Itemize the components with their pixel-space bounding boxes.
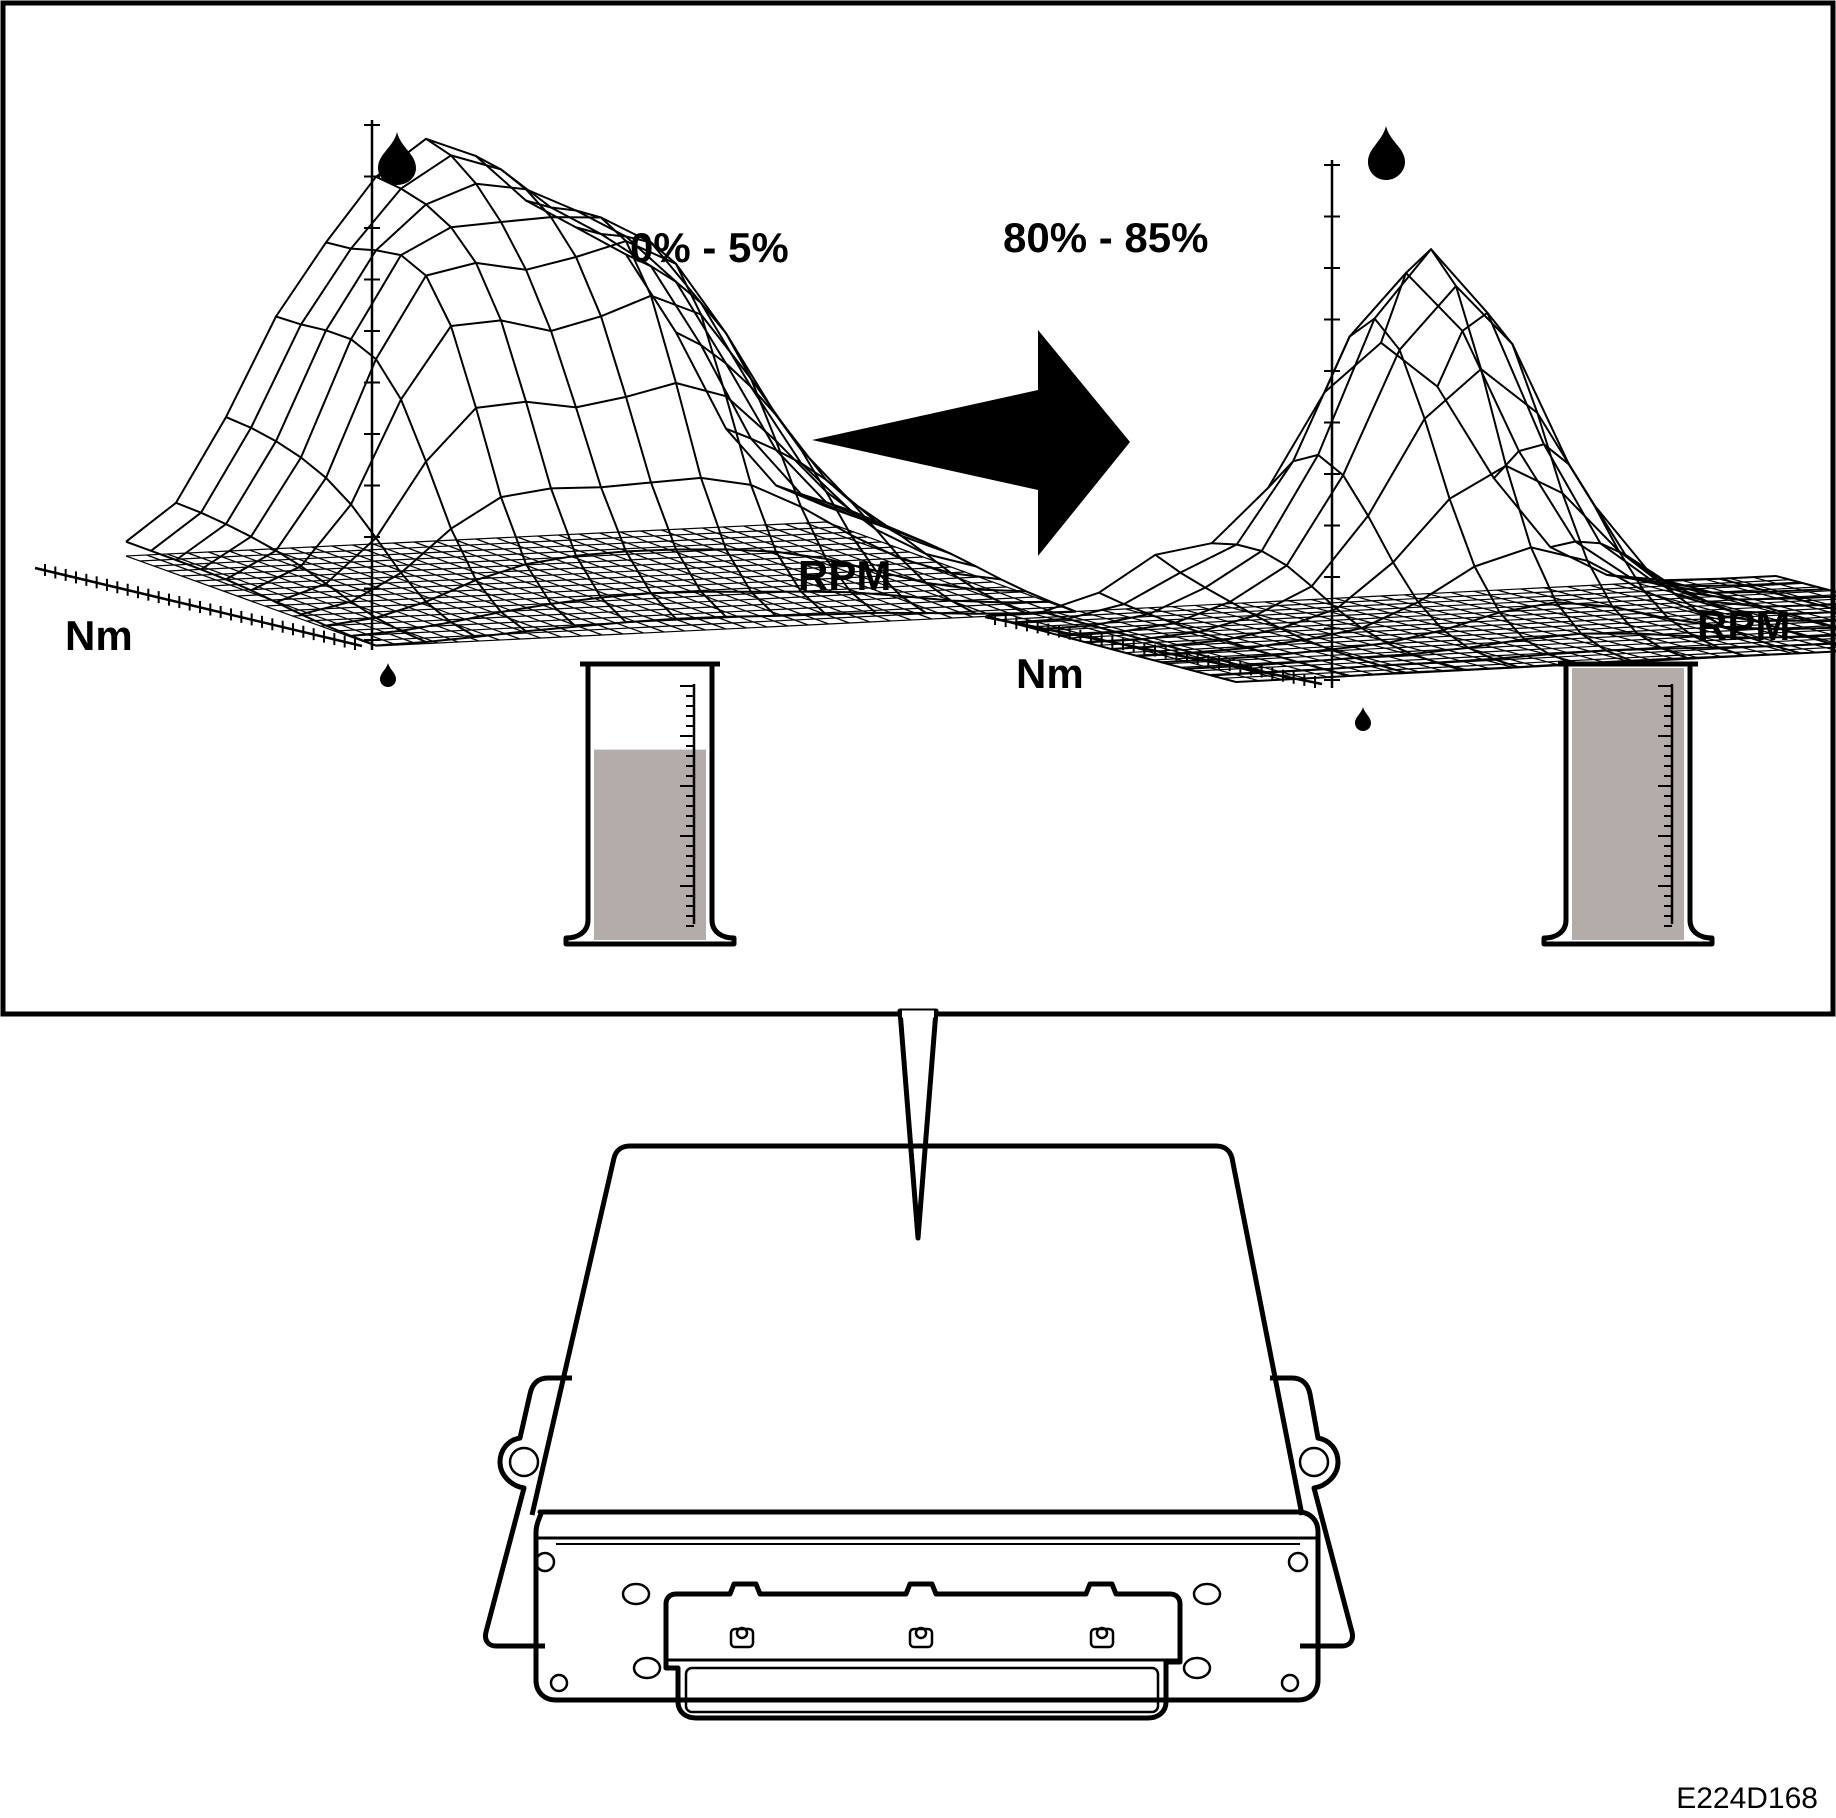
nm-axis xyxy=(34,564,363,650)
fuel-drop-small-icon xyxy=(1355,707,1371,731)
range-label: 0% - 5% xyxy=(630,224,789,271)
nm-axis xyxy=(984,613,1323,688)
nm-axis-label: Nm xyxy=(1016,650,1084,697)
fuel-drop-icon xyxy=(1368,126,1405,180)
right-arrow-icon xyxy=(812,330,1130,556)
nm-axis-label: Nm xyxy=(65,612,133,659)
fuel-drop-icon xyxy=(378,132,416,185)
ecu-front-panel xyxy=(533,1509,1321,1703)
figure-code: E224D168 xyxy=(1676,1782,1818,1815)
left-mounting-bracket xyxy=(483,1375,572,1649)
wiring-connector xyxy=(663,1581,1183,1721)
vertical-axis xyxy=(1324,160,1340,688)
rpm-axis-label: RPM xyxy=(798,552,891,599)
measuring-cylinder xyxy=(563,661,737,947)
callout-panel xyxy=(0,0,1836,1017)
right-mounting-bracket xyxy=(1270,1375,1355,1649)
fuel-drop-small-icon xyxy=(380,663,396,687)
engine-control-unit xyxy=(483,1143,1355,1721)
fuel-map-before: 0% - 5% RPM Nm xyxy=(34,120,1077,947)
rpm-axis-label: RPM xyxy=(1697,602,1790,649)
map-floor-grid xyxy=(125,521,1077,647)
connector-bolts xyxy=(729,1626,1115,1649)
callout-pointer xyxy=(897,1008,939,1241)
fuel-map-after: 80% - 85% RPM Nm xyxy=(984,126,1836,947)
map-surface-mesh xyxy=(125,137,1077,647)
measuring-cylinder xyxy=(1541,661,1715,947)
range-label: 80% - 85% xyxy=(1003,214,1208,261)
ecu-lid xyxy=(529,1143,1305,1516)
map-surface-mesh xyxy=(985,248,1836,683)
vertical-axis xyxy=(364,120,380,650)
